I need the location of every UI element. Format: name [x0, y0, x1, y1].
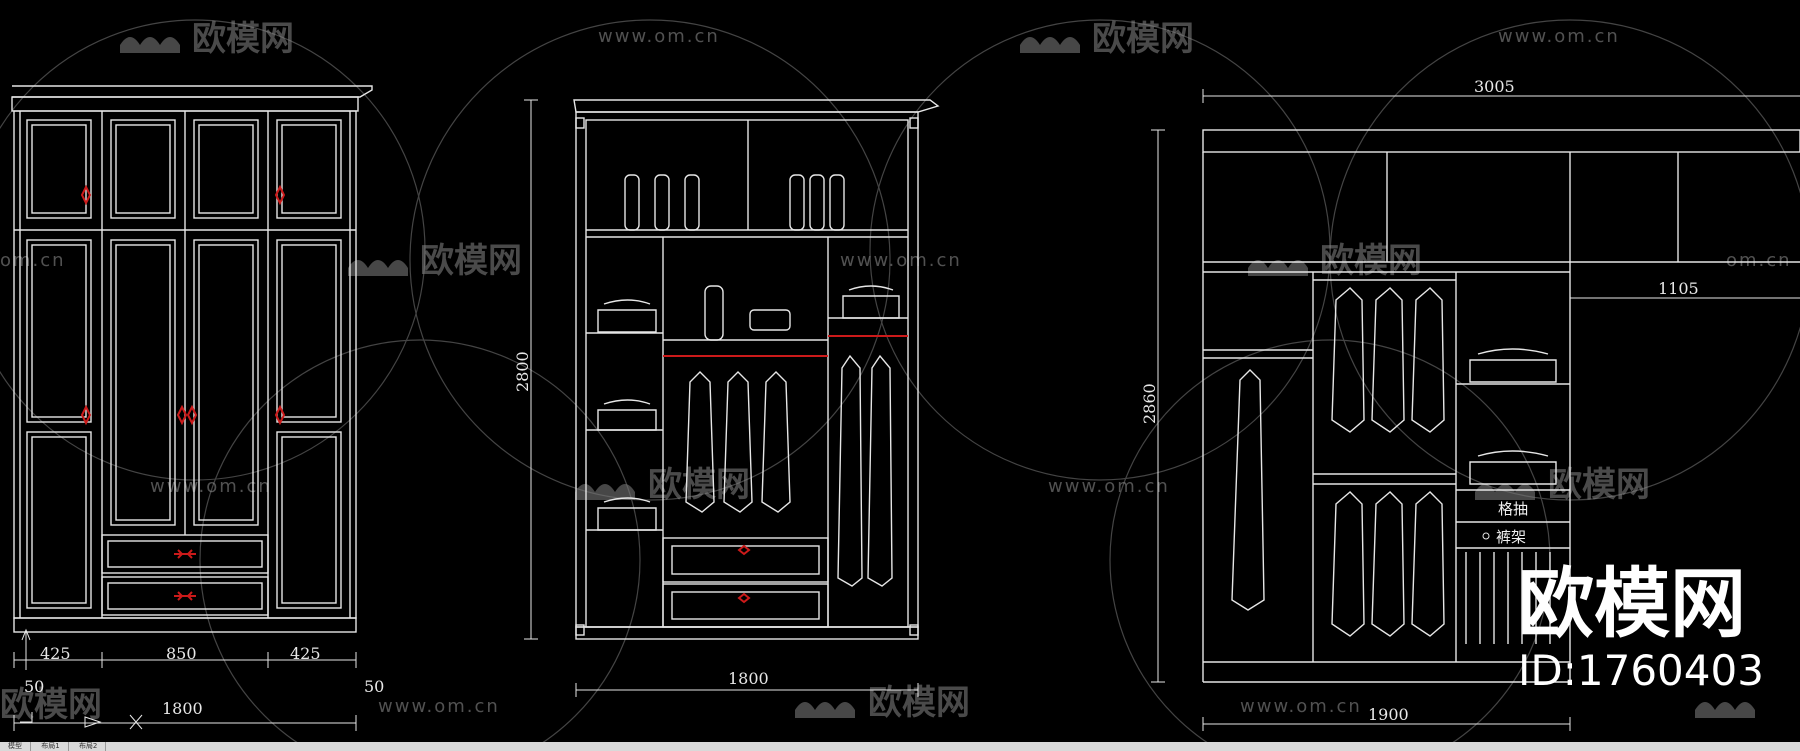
dim-height: 2800: [513, 351, 532, 392]
dim-width: 1800: [728, 669, 769, 688]
watermark-brand: 欧模网: [420, 241, 522, 281]
dim-right-span: 1105: [1658, 279, 1699, 298]
tab-layout-1[interactable]: 布局1: [33, 742, 69, 751]
plinth: [13, 617, 357, 633]
elevation-3-walk-in-closet[interactable]: [1202, 129, 1800, 683]
dim-gap-left: 50: [24, 677, 44, 696]
handle-icon: [176, 404, 188, 426]
dim-gap-right: 50: [364, 677, 384, 696]
crown-molding: [12, 85, 373, 98]
handle-icon: [174, 549, 196, 559]
elevation-1-handles: [80, 184, 286, 601]
layout-tab-bar: 模型 布局1 布局2: [0, 742, 1800, 751]
watermark-url: www.om.cn: [150, 476, 272, 497]
label-pants-rack: 裤架: [1496, 528, 1526, 546]
watermark-logo-3: 欧模网: [348, 241, 522, 281]
crown-molding: [573, 99, 940, 113]
watermark-url: www.om.cn: [1240, 696, 1362, 717]
dim-total: 1800: [162, 699, 203, 718]
handle-icon: [274, 404, 286, 426]
handle-icon: [80, 404, 92, 426]
watermark-url: www.om.cn: [1498, 26, 1620, 47]
handle-icon: [80, 184, 92, 206]
handle-icon: [174, 591, 196, 601]
sofa-logo-icon: [795, 702, 855, 718]
sofa-logo-icon: [348, 260, 408, 276]
watermark-url: www.om.cn: [1048, 476, 1170, 497]
elevation-3-dimensions: [1151, 89, 1800, 731]
sofa-logo-icon: [575, 484, 635, 500]
watermark-url-fragment: om.cn: [1726, 250, 1792, 271]
dim-right: 425: [290, 644, 321, 663]
sofa-logo-icon: [1695, 702, 1755, 718]
sofa-logo-icon: [120, 37, 180, 53]
watermark-logo-5: 欧模网: [575, 465, 750, 505]
watermark-brand: 欧模网: [1092, 19, 1194, 59]
elevation-1-wardrobe-front[interactable]: [11, 85, 373, 633]
tab-model[interactable]: 模型: [0, 742, 31, 751]
watermark-url: www.om.cn: [840, 250, 962, 271]
tab-layout-2[interactable]: 布局2: [71, 742, 107, 751]
handle-icon: [274, 184, 286, 206]
elevation-2-dimensions: [524, 99, 919, 697]
top-beam: [1202, 129, 1800, 153]
watermark-url: www.om.cn: [378, 696, 500, 717]
dim-bottom: 1900: [1368, 705, 1409, 724]
brand-overlay: 欧模网: [1518, 559, 1746, 648]
watermark-logo-2: 欧模网: [1020, 19, 1194, 59]
elevation-2-rails: [663, 335, 908, 604]
sofa-logo-icon: [1475, 484, 1535, 500]
dim-top: 3005: [1474, 77, 1515, 96]
watermark-brand: 欧模网: [0, 685, 102, 725]
watermark-logo-9: [1695, 702, 1755, 718]
sofa-logo-icon: [1020, 37, 1080, 53]
watermark-url: www.om.cn: [598, 26, 720, 47]
watermark-brand: 欧模网: [1320, 241, 1422, 281]
watermark-url-fragment: om.cn: [0, 250, 66, 271]
watermark-brand: 欧模网: [192, 19, 294, 59]
model-id: ID:1760403: [1518, 646, 1764, 695]
label-drawer: 格抽: [1498, 500, 1528, 518]
handle-icon: [186, 404, 198, 426]
watermark-logo-6: 欧模网: [1475, 465, 1650, 505]
watermark-logo-4: 欧模网: [1248, 241, 1422, 281]
watermark-logo-7: 欧模网: [0, 685, 102, 725]
cabinet-body: [575, 111, 919, 628]
elevation-2-wardrobe-interior[interactable]: [573, 99, 940, 640]
dim-left: 425: [40, 644, 71, 663]
crown-band: [11, 96, 359, 112]
watermark-logo-8: 欧模网: [795, 683, 970, 723]
watermark-logo-1: 欧模网: [120, 19, 294, 59]
watermark-brand: 欧模网: [1548, 465, 1650, 505]
watermark-brand: 欧模网: [868, 683, 970, 723]
dim-height: 2860: [1140, 383, 1159, 424]
watermark-brand: 欧模网: [648, 465, 750, 505]
elevation-1-dimensions: [13, 628, 357, 731]
dim-middle: 850: [166, 644, 197, 663]
